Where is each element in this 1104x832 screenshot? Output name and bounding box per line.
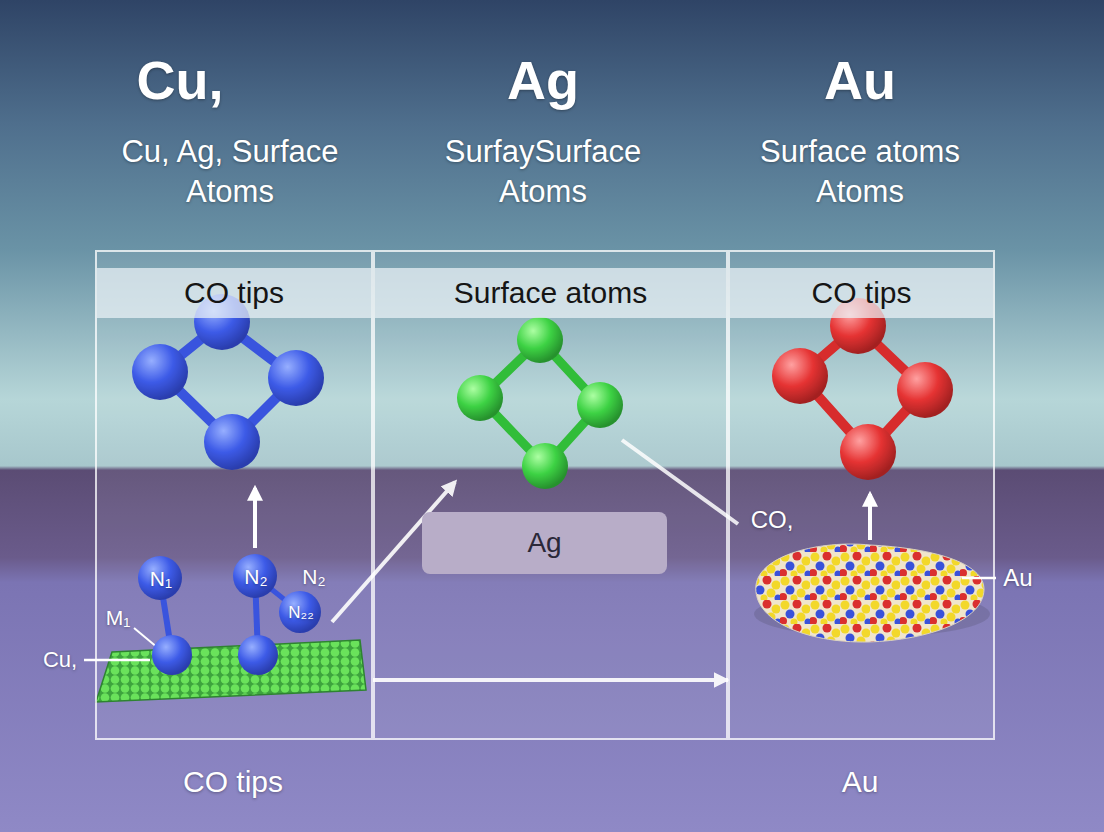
- column-subheading: Cu, Ag, Surface Atoms: [99, 132, 361, 212]
- column-subheading: SurfaySurface Atoms: [412, 132, 674, 212]
- atom-label: N₂₂: [288, 603, 313, 623]
- box-label: Ag: [527, 527, 561, 559]
- panel-title: CO tips: [184, 276, 284, 310]
- panel-title: CO tips: [811, 276, 911, 310]
- column-heading: Cu,: [137, 49, 224, 111]
- element-label: Cu,: [43, 647, 77, 672]
- panel-header: Surface atoms: [375, 268, 726, 318]
- column-panel: CO tips: [728, 250, 995, 740]
- atom-label: N₂: [302, 565, 325, 589]
- element-box: Ag: [422, 512, 667, 574]
- column-heading: Ag: [507, 49, 579, 111]
- element-label: Au: [1003, 564, 1032, 592]
- panel-title: Surface atoms: [454, 276, 647, 310]
- column-footer: CO tips: [183, 765, 283, 800]
- column-heading: Au: [824, 49, 896, 111]
- column-subheading: Surface atoms Atoms: [729, 132, 991, 212]
- column-panel: Surface atomsAg: [373, 250, 728, 740]
- atom-label: M₁: [106, 606, 131, 630]
- panel-header: CO tips: [97, 268, 371, 318]
- panel-header: CO tips: [730, 268, 993, 318]
- molecule-label: CO,: [751, 506, 794, 534]
- atom-label: N₂: [244, 565, 267, 589]
- column-panel: CO tips: [95, 250, 373, 740]
- atom-label: N₁: [150, 567, 172, 591]
- column-footer: Au: [842, 765, 879, 800]
